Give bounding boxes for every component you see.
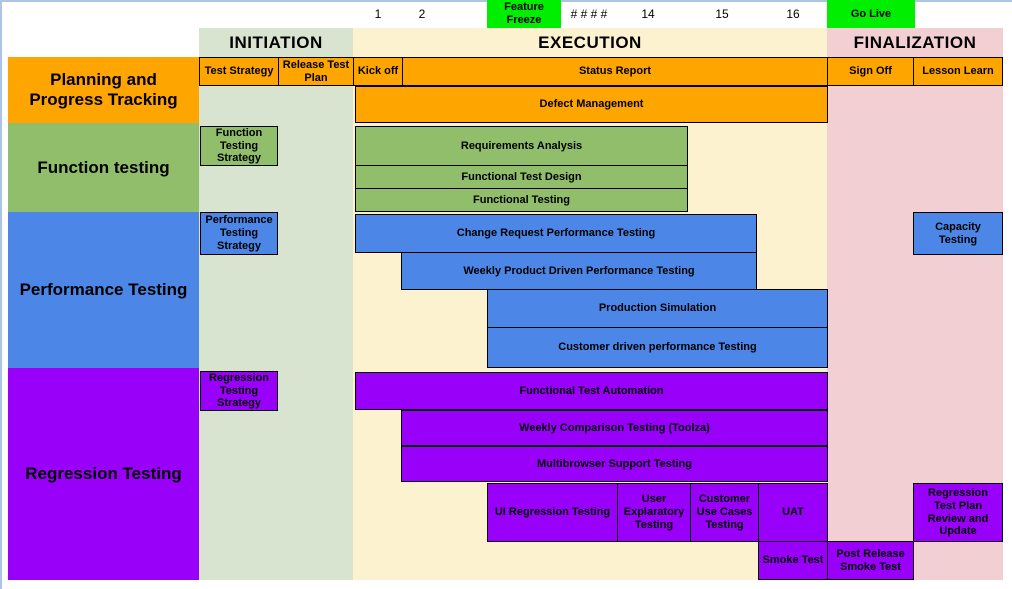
window-edge-left — [0, 0, 2, 589]
feature-freeze-marker[interactable]: Feature Freeze — [487, 0, 561, 28]
bar-user-explaratory-testing[interactable]: User Explaratory Testing — [617, 483, 691, 542]
bar-function-testing-strategy[interactable]: Function Testing Strategy — [200, 126, 278, 166]
bar-performance-testing-strategy[interactable]: Performance Testing Strategy — [200, 212, 278, 255]
bar-change-request-perf-testing[interactable]: Change Request Performance Testing — [355, 214, 757, 253]
bar-regression-testing-strategy[interactable]: Regression Testing Strategy — [200, 371, 278, 411]
phase-header-execution: EXECUTION — [538, 32, 642, 52]
bar-weekly-comparison-testing[interactable]: Weekly Comparison Testing (Toolza) — [401, 410, 828, 446]
bar-weekly-product-perf-testing[interactable]: Weekly Product Driven Performance Testin… — [401, 252, 757, 290]
category-label-performance: Performance Testing — [8, 212, 199, 368]
bar-customer-driven-perf-testing[interactable]: Customer driven performance Testing — [487, 327, 828, 368]
bar-customer-use-cases-testing[interactable]: Customer Use Cases Testing — [690, 483, 759, 542]
bar-regression-test-plan-review[interactable]: Regression Test Plan Review and Update — [913, 483, 1003, 542]
timeline-tick-2: 2 — [418, 7, 426, 21]
bar-defect-management[interactable]: Defect Management — [355, 86, 828, 123]
bar-functional-testing[interactable]: Functional Testing — [355, 188, 688, 212]
category-label-planning: Planning and Progress Tracking — [8, 57, 199, 123]
bar-test-strategy[interactable]: Test Strategy — [199, 57, 279, 86]
initiation-column-bg — [199, 28, 353, 580]
timeline-tick-1: 1 — [374, 7, 382, 21]
bar-post-release-smoke-test[interactable]: Post Release Smoke Test — [827, 541, 914, 580]
bar-lesson-learn[interactable]: Lesson Learn — [913, 57, 1003, 86]
go-live-marker[interactable]: Go Live — [827, 0, 915, 28]
bar-release-test-plan[interactable]: Release Test Plan — [278, 57, 354, 86]
bar-sign-off[interactable]: Sign Off — [827, 57, 914, 86]
bar-functional-test-design[interactable]: Functional Test Design — [355, 165, 688, 189]
bar-kick-off[interactable]: Kick off — [353, 57, 403, 86]
timeline-tick-14: 14 — [641, 7, 655, 21]
bar-capacity-testing[interactable]: Capacity Testing — [913, 212, 1003, 255]
timeline-tick-15: 15 — [715, 7, 729, 21]
bar-production-simulation[interactable]: Production Simulation — [487, 289, 828, 328]
bar-smoke-test[interactable]: Smoke Test — [758, 541, 828, 580]
bar-multibrowser-support-testing[interactable]: Multibrowser Support Testing — [401, 446, 828, 482]
category-label-regression: Regression Testing — [8, 368, 199, 580]
timeline-tick-16: 16 — [786, 7, 800, 21]
category-label-function: Function testing — [8, 123, 199, 212]
phase-header-finalization: FINALIZATION — [853, 32, 977, 52]
phase-header-initiation: INITIATION — [229, 32, 323, 52]
bar-status-report[interactable]: Status Report — [402, 57, 828, 86]
bar-uat[interactable]: UAT — [758, 483, 828, 542]
bar-functional-test-automation[interactable]: Functional Test Automation — [355, 372, 828, 410]
bar-ui-regression-testing[interactable]: UI Regression Testing — [487, 483, 618, 542]
timeline-tick-hashes: # # # # — [570, 7, 608, 21]
bar-requirements-analysis[interactable]: Requirements Analysis — [355, 126, 688, 166]
